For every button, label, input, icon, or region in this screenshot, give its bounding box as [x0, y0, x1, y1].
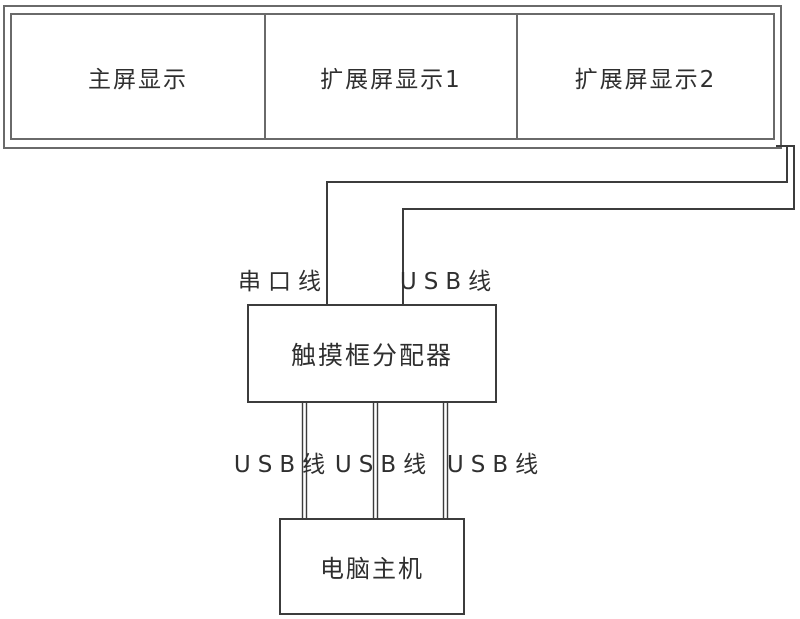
screen-extended-2: 扩展屏显示2 [518, 15, 773, 138]
screen-extended-1: 扩展屏显示1 [266, 15, 518, 138]
screen-extended-2-label: 扩展屏显示2 [574, 66, 717, 93]
usb-cable-label-1: USB线 [233, 452, 333, 478]
distributor-box: 触摸框分配器 [247, 304, 497, 403]
monitor-frame [3, 5, 782, 149]
usb-cable-label-2: USB线 [334, 452, 434, 478]
usb-cable-2 [372, 403, 379, 519]
usb-cable-label-3: USB线 [446, 452, 546, 478]
usb-cable-top-label: USB线 [399, 269, 499, 295]
usb-cable-1 [301, 403, 308, 519]
distributor-label: 触摸框分配器 [290, 340, 453, 370]
serial-cable-path [326, 145, 788, 305]
screen-main-label: 主屏显示 [88, 66, 188, 93]
monitor-screen-area: 主屏显示 扩展屏显示1 扩展屏显示2 [10, 13, 775, 140]
screen-extended-1-label: 扩展屏显示1 [320, 66, 462, 93]
usb-cable-top-path [402, 145, 795, 305]
serial-cable-label: 串口线 [238, 269, 328, 295]
screen-main: 主屏显示 [12, 15, 266, 138]
usb-cable-3 [442, 403, 449, 519]
computer-box: 电脑主机 [279, 518, 465, 615]
computer-label: 电脑主机 [320, 555, 424, 583]
